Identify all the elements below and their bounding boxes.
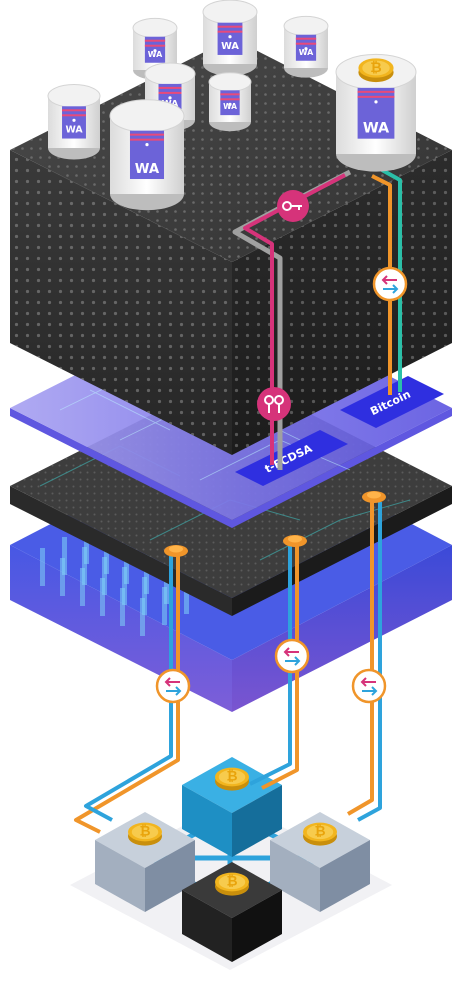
bitcoin-tag: Bitcoin xyxy=(340,376,444,428)
wallet-canister-icon: WA xyxy=(283,15,329,78)
wallet-canister-icon: WA xyxy=(202,0,258,76)
wallet-canister-icon: WA xyxy=(47,84,101,160)
wallet-canisters: WAWAWAWAWAWAWAWA₿ xyxy=(47,0,417,211)
bitcoin-coin-icon: ₿ xyxy=(128,822,162,846)
bitcoin-coin-icon: ₿ xyxy=(215,767,249,791)
canister-label: WA xyxy=(299,48,314,57)
swap-arrows-icon xyxy=(372,266,408,302)
svg-text:₿: ₿ xyxy=(314,824,325,840)
threshold-key-icon xyxy=(257,387,291,421)
canister-label: WA xyxy=(221,41,239,52)
canister-label: WA xyxy=(65,125,83,136)
bitcoin-coins: ₿ ₿ ₿ ₿ xyxy=(128,767,337,896)
teal-wire xyxy=(381,168,402,392)
swap-badges xyxy=(155,266,408,704)
orange-wire-mid xyxy=(261,542,299,790)
svg-text:₿: ₿ xyxy=(139,824,150,840)
wallet-canister-icon: WA ₿ xyxy=(335,53,417,172)
swap-arrows-icon xyxy=(351,668,387,704)
board-connectors xyxy=(164,491,386,557)
svg-text:₿: ₿ xyxy=(370,60,381,76)
connection-wires xyxy=(74,168,402,834)
bitcoin-coin-icon: ₿ xyxy=(303,822,337,846)
blue-wire-mid xyxy=(249,545,292,786)
svg-text:₿: ₿ xyxy=(226,874,237,890)
orange-wire-bitcoin xyxy=(371,174,392,395)
orange-wire-left xyxy=(74,552,180,834)
blue-wire-left xyxy=(84,556,173,822)
bitcoin-coin-icon: ₿ xyxy=(358,58,394,83)
canister-label: WA xyxy=(363,121,390,137)
board-right-edge xyxy=(232,486,452,616)
wallet-canister-icon: WA xyxy=(208,72,252,132)
canister-label: WA xyxy=(223,102,237,111)
key-icon xyxy=(277,190,309,222)
orange-wire-right xyxy=(346,498,374,816)
compute-cube xyxy=(10,38,452,455)
swap-arrows-icon xyxy=(155,668,191,704)
bitcoin-network: ₿ ₿ ₿ ₿ xyxy=(70,757,392,970)
canister-label: WA xyxy=(148,50,163,59)
canister-label: WA xyxy=(135,162,160,177)
blue-wire-right xyxy=(357,502,382,822)
svg-text:₿: ₿ xyxy=(226,769,237,785)
wallet-canister-icon: WA xyxy=(109,99,185,211)
swap-arrows-icon xyxy=(274,638,310,674)
bitcoin-coin-icon: ₿ xyxy=(215,872,249,896)
bitcoin-node-right xyxy=(270,812,370,912)
